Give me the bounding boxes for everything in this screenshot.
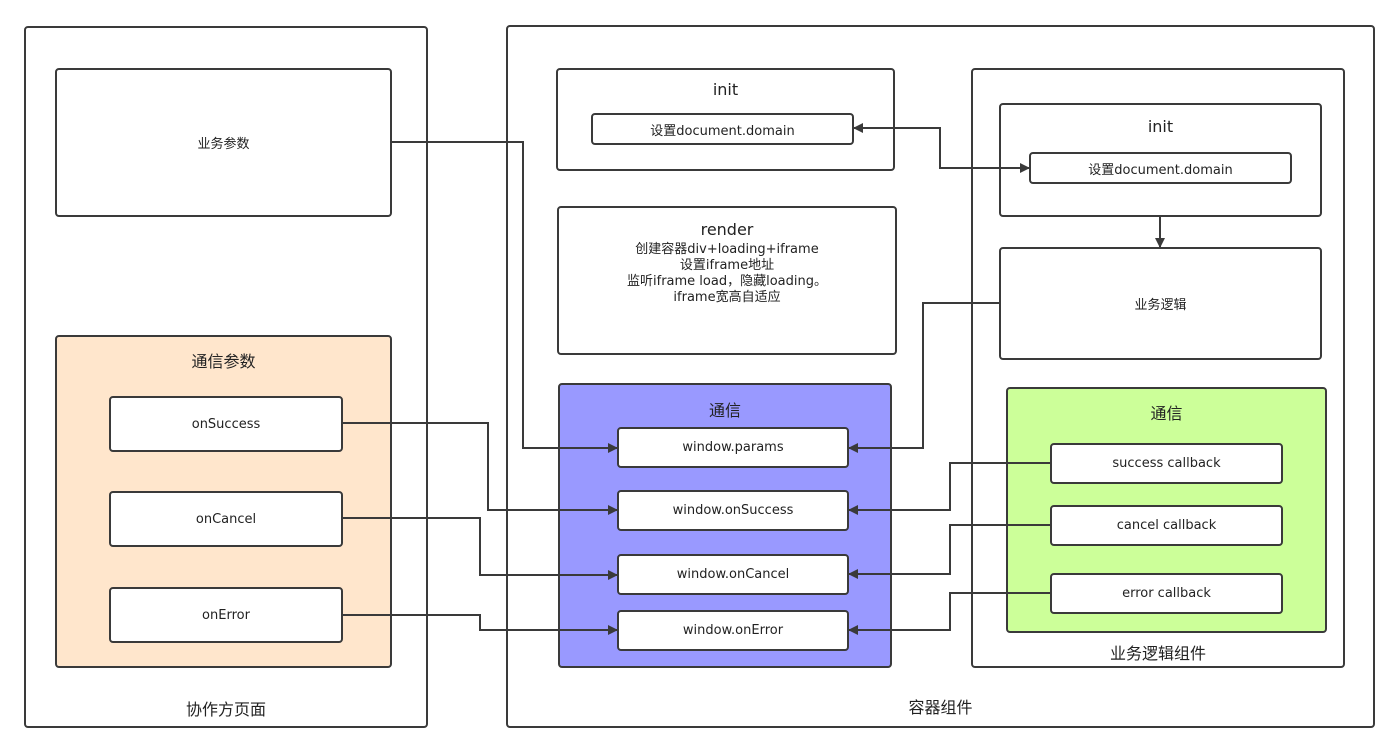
biz-init-title: init: [1147, 117, 1174, 136]
cancel-callback: cancel callback: [1050, 505, 1283, 546]
success-callback: success callback: [1050, 443, 1283, 484]
window-on-cancel: window.onCancel: [617, 554, 849, 595]
window-on-success: window.onSuccess: [617, 490, 849, 531]
container-init-title: init: [712, 80, 739, 99]
window-params: window.params: [617, 427, 849, 468]
render-step: iframe宽高自适应: [673, 290, 781, 305]
container-set-domain: 设置document.domain: [591, 113, 854, 145]
window-on-error: window.onError: [617, 610, 849, 651]
biz-set-domain: 设置document.domain: [1029, 152, 1292, 184]
render-step: 创建容器div+loading+iframe: [635, 242, 819, 257]
partner-page-caption: 协作方页面: [185, 700, 266, 719]
container-comm-title: 通信: [708, 401, 741, 420]
biz-comm-title: 通信: [1150, 404, 1183, 423]
render-step: 设置iframe地址: [679, 258, 775, 273]
biz-params-box: 业务参数: [55, 68, 392, 217]
on-error-param: onError: [109, 587, 343, 643]
container-component-caption: 容器组件: [908, 698, 973, 717]
biz-logic-box: 业务逻辑: [999, 247, 1322, 360]
error-callback: error callback: [1050, 573, 1283, 614]
on-cancel-param: onCancel: [109, 491, 343, 547]
comm-params-title: 通信参数: [191, 352, 256, 371]
render-title: render: [700, 220, 754, 239]
on-success-param: onSuccess: [109, 396, 343, 452]
render-steps: 创建容器div+loading+iframe 设置iframe地址 监听ifra…: [557, 242, 897, 306]
render-step: 监听iframe load，隐藏loading。: [627, 274, 827, 289]
biz-component-caption: 业务逻辑组件: [1109, 644, 1206, 663]
